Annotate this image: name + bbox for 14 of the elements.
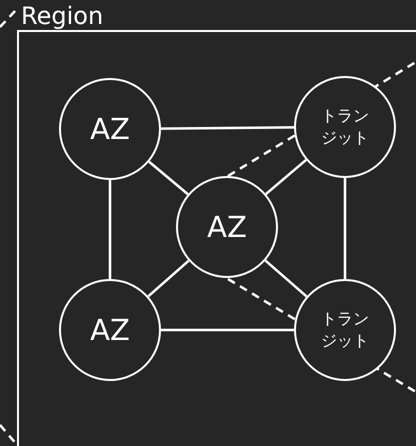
zone-circle: トランジット bbox=[294, 76, 396, 178]
connector-line bbox=[344, 178, 346, 279]
connector-line bbox=[148, 160, 189, 196]
connector-line bbox=[265, 159, 307, 195]
zone-circle: AZ bbox=[59, 78, 161, 180]
region-title: Region bbox=[21, 2, 104, 30]
zone-circle: AZ bbox=[59, 279, 161, 381]
connector-line bbox=[161, 328, 294, 332]
connector-line bbox=[108, 180, 112, 279]
zone-circle: AZ bbox=[176, 176, 278, 278]
connector-line bbox=[147, 260, 190, 298]
zone-circle: トランジット bbox=[294, 279, 396, 381]
connector-line bbox=[264, 260, 308, 298]
connector-line bbox=[161, 126, 294, 130]
